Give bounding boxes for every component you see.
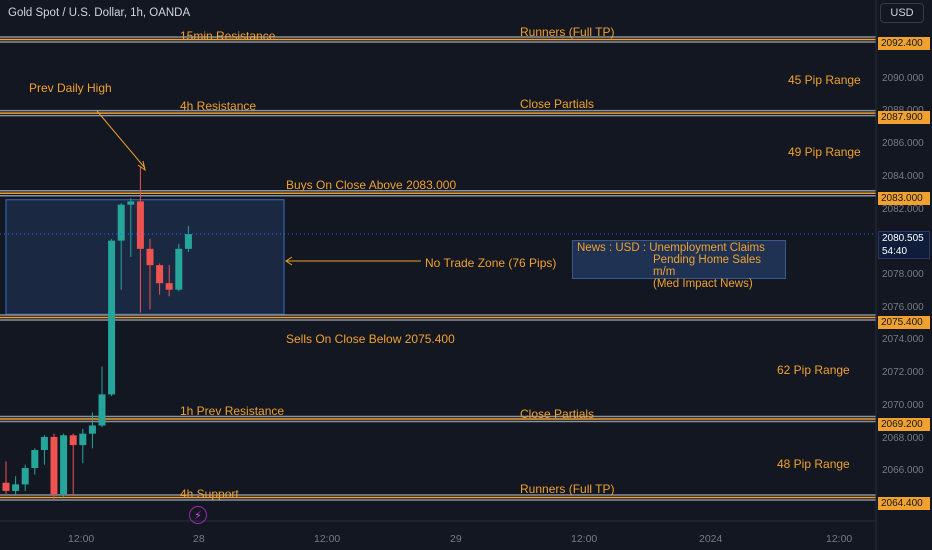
time-axis-label: 2024 [699, 533, 723, 545]
candle-body[interactable] [12, 484, 20, 491]
time-axis-label: 12:00 [314, 533, 341, 545]
no-trade-zone-box [5, 199, 285, 315]
level-price-tag: 2064.400 [878, 497, 930, 510]
price-axis-tick: 2066.000 [882, 465, 924, 477]
level-left-label: Sells On Close Below 2075.400 [286, 332, 455, 346]
prev-daily-high-label: Prev Daily High [29, 81, 112, 95]
news-note: News : USD : Unemployment Claims Pending… [572, 240, 786, 290]
candle-body[interactable] [69, 435, 77, 446]
candle-body[interactable] [79, 433, 87, 446]
no-trade-zone-label: No Trade Zone (76 Pips) [425, 256, 557, 270]
pip-range-label: 62 Pip Range [777, 363, 850, 377]
news-line: News : USD : Unemployment Claims [577, 242, 765, 254]
level-price-tag: 2083.000 [878, 192, 930, 205]
time-axis-label: 12:00 [826, 533, 853, 545]
currency-button[interactable]: USD [880, 3, 924, 23]
price-axis-tick: 2072.000 [882, 367, 924, 379]
candle-body[interactable] [2, 482, 10, 491]
level-right-label: Close Partials [520, 407, 595, 421]
candle-body[interactable] [50, 436, 58, 495]
price-axis-tick: 2076.000 [882, 301, 924, 313]
time-axis-label: 12:00 [571, 533, 598, 545]
level-right-label: Runners (Full TP) [520, 482, 615, 496]
time-axis-label: 28 [193, 533, 205, 545]
current-price-tag: 2080.505 54:40 [878, 231, 930, 259]
price-axis-tick: 2084.000 [882, 170, 924, 182]
candle-body[interactable] [184, 234, 192, 249]
candle-body[interactable] [21, 468, 29, 485]
level-price-tag: 2075.400 [878, 316, 930, 329]
level-price-tag: 2087.900 [878, 111, 930, 124]
price-axis-tick: 2078.000 [882, 269, 924, 280]
prev-daily-high-arrow [96, 110, 146, 169]
level-right-label: Close Partials [520, 97, 595, 111]
price-axis-tick: 2086.000 [882, 138, 924, 150]
pip-range-label: 48 Pip Range [777, 457, 850, 471]
price-axis-tick: 2088.000 [882, 105, 926, 116]
candle-body[interactable] [165, 283, 173, 290]
price-axis-tick: 2074.000 [882, 334, 924, 346]
candle-body[interactable] [127, 201, 135, 205]
level-left-label: 15min Resistance [180, 29, 276, 43]
candle-body[interactable] [31, 450, 39, 469]
candle-body[interactable] [156, 265, 164, 284]
news-line: Pending Home Sales m/m [653, 254, 762, 278]
candle-body[interactable] [175, 248, 183, 290]
candle-body[interactable] [117, 204, 125, 241]
pip-range-label: 49 Pip Range [788, 145, 861, 159]
price-axis-tick: 2068.000 [882, 432, 924, 444]
candle-body[interactable] [136, 201, 144, 249]
level-left-label: Buys On Close Above 2083.000 [286, 178, 457, 192]
time-axis-label: 12:00 [68, 533, 95, 545]
price-axis-tick: 2070.000 [882, 399, 924, 411]
lightning-bolt-icon[interactable]: ⚡ [189, 506, 207, 524]
candle-body[interactable] [98, 394, 106, 426]
price-axis-tick: 2090.000 [882, 72, 924, 84]
level-left-label: 1h Prev Resistance [180, 404, 285, 418]
price-axis-tick: 2082.000 [882, 203, 924, 215]
time-axis-label: 29 [450, 533, 462, 545]
current-price: 2080.505 [882, 233, 924, 244]
prev-daily-high-arrowhead [137, 160, 146, 172]
candle-body[interactable] [108, 240, 116, 395]
level-right-label: Runners (Full TP) [520, 25, 615, 39]
no-trade-zone-arrowhead [285, 256, 293, 266]
chart-title: Gold Spot / U.S. Dollar, 1h, OANDA [8, 7, 191, 19]
bar-countdown: 54:40 [882, 246, 908, 257]
level-price-tag: 2092.400 [878, 37, 930, 50]
candle-body[interactable] [88, 425, 96, 434]
level-left-label: 4h Support [180, 487, 239, 501]
candle-body[interactable] [60, 435, 68, 495]
level-price-tag: 2069.200 [878, 418, 930, 431]
news-line: (Med Impact News) [653, 278, 753, 290]
level-left-label: 4h Resistance [180, 99, 257, 113]
pip-range-label: 45 Pip Range [788, 73, 861, 87]
candle-body[interactable] [40, 436, 48, 451]
candle-body[interactable] [146, 248, 154, 266]
